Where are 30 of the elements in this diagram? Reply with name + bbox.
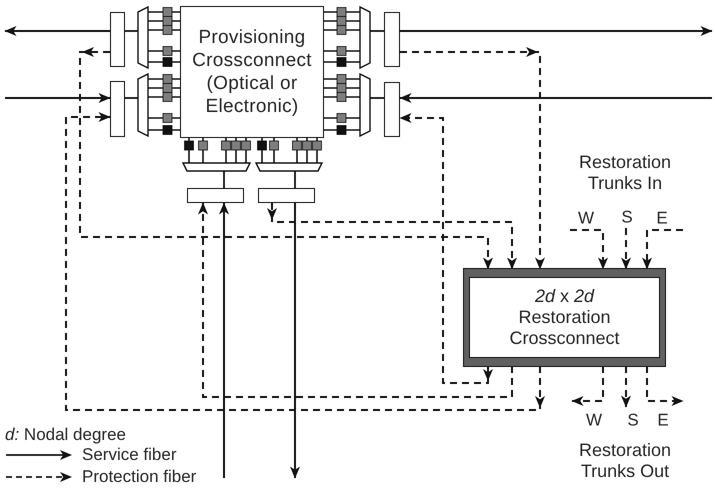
dashed-arrow	[621, 228, 631, 270]
process-box	[180, 6, 324, 138]
terminal-box	[258, 188, 315, 203]
dashed-arrow	[198, 202, 513, 398]
arrow	[290, 203, 300, 478]
legend-label: Protection fiber	[82, 467, 196, 487]
box-label: (Optical or Electronic)	[204, 72, 300, 118]
arrow	[219, 202, 229, 478]
dashed-arrow	[642, 229, 683, 270]
terminal-box	[110, 81, 125, 137]
legend-note: d: Nodal degree	[5, 424, 127, 445]
dashed-arrow	[621, 366, 631, 408]
legend-label: Service fiber	[82, 445, 176, 465]
dashed-arrow	[572, 366, 604, 406]
box-label: Provisioning Crossconnect	[191, 26, 313, 72]
box-label: Restoration Crossconnect	[508, 307, 621, 349]
section-label: Restoration Trunks In	[578, 152, 672, 194]
terminal-box	[384, 12, 400, 67]
terminal-box	[187, 188, 244, 203]
arrow	[4, 26, 110, 36]
framed-process-box	[464, 269, 665, 366]
section-label: Restoration Trunks Out	[578, 440, 672, 482]
arrow	[5, 93, 110, 103]
dashed-arrow	[570, 229, 608, 270]
terminal-box	[384, 82, 400, 137]
arrow	[400, 26, 712, 36]
arrow	[400, 93, 712, 103]
box-label: 2d x 2d	[534, 286, 594, 307]
terminal-box	[110, 12, 125, 67]
dashed-arrow	[646, 366, 684, 406]
